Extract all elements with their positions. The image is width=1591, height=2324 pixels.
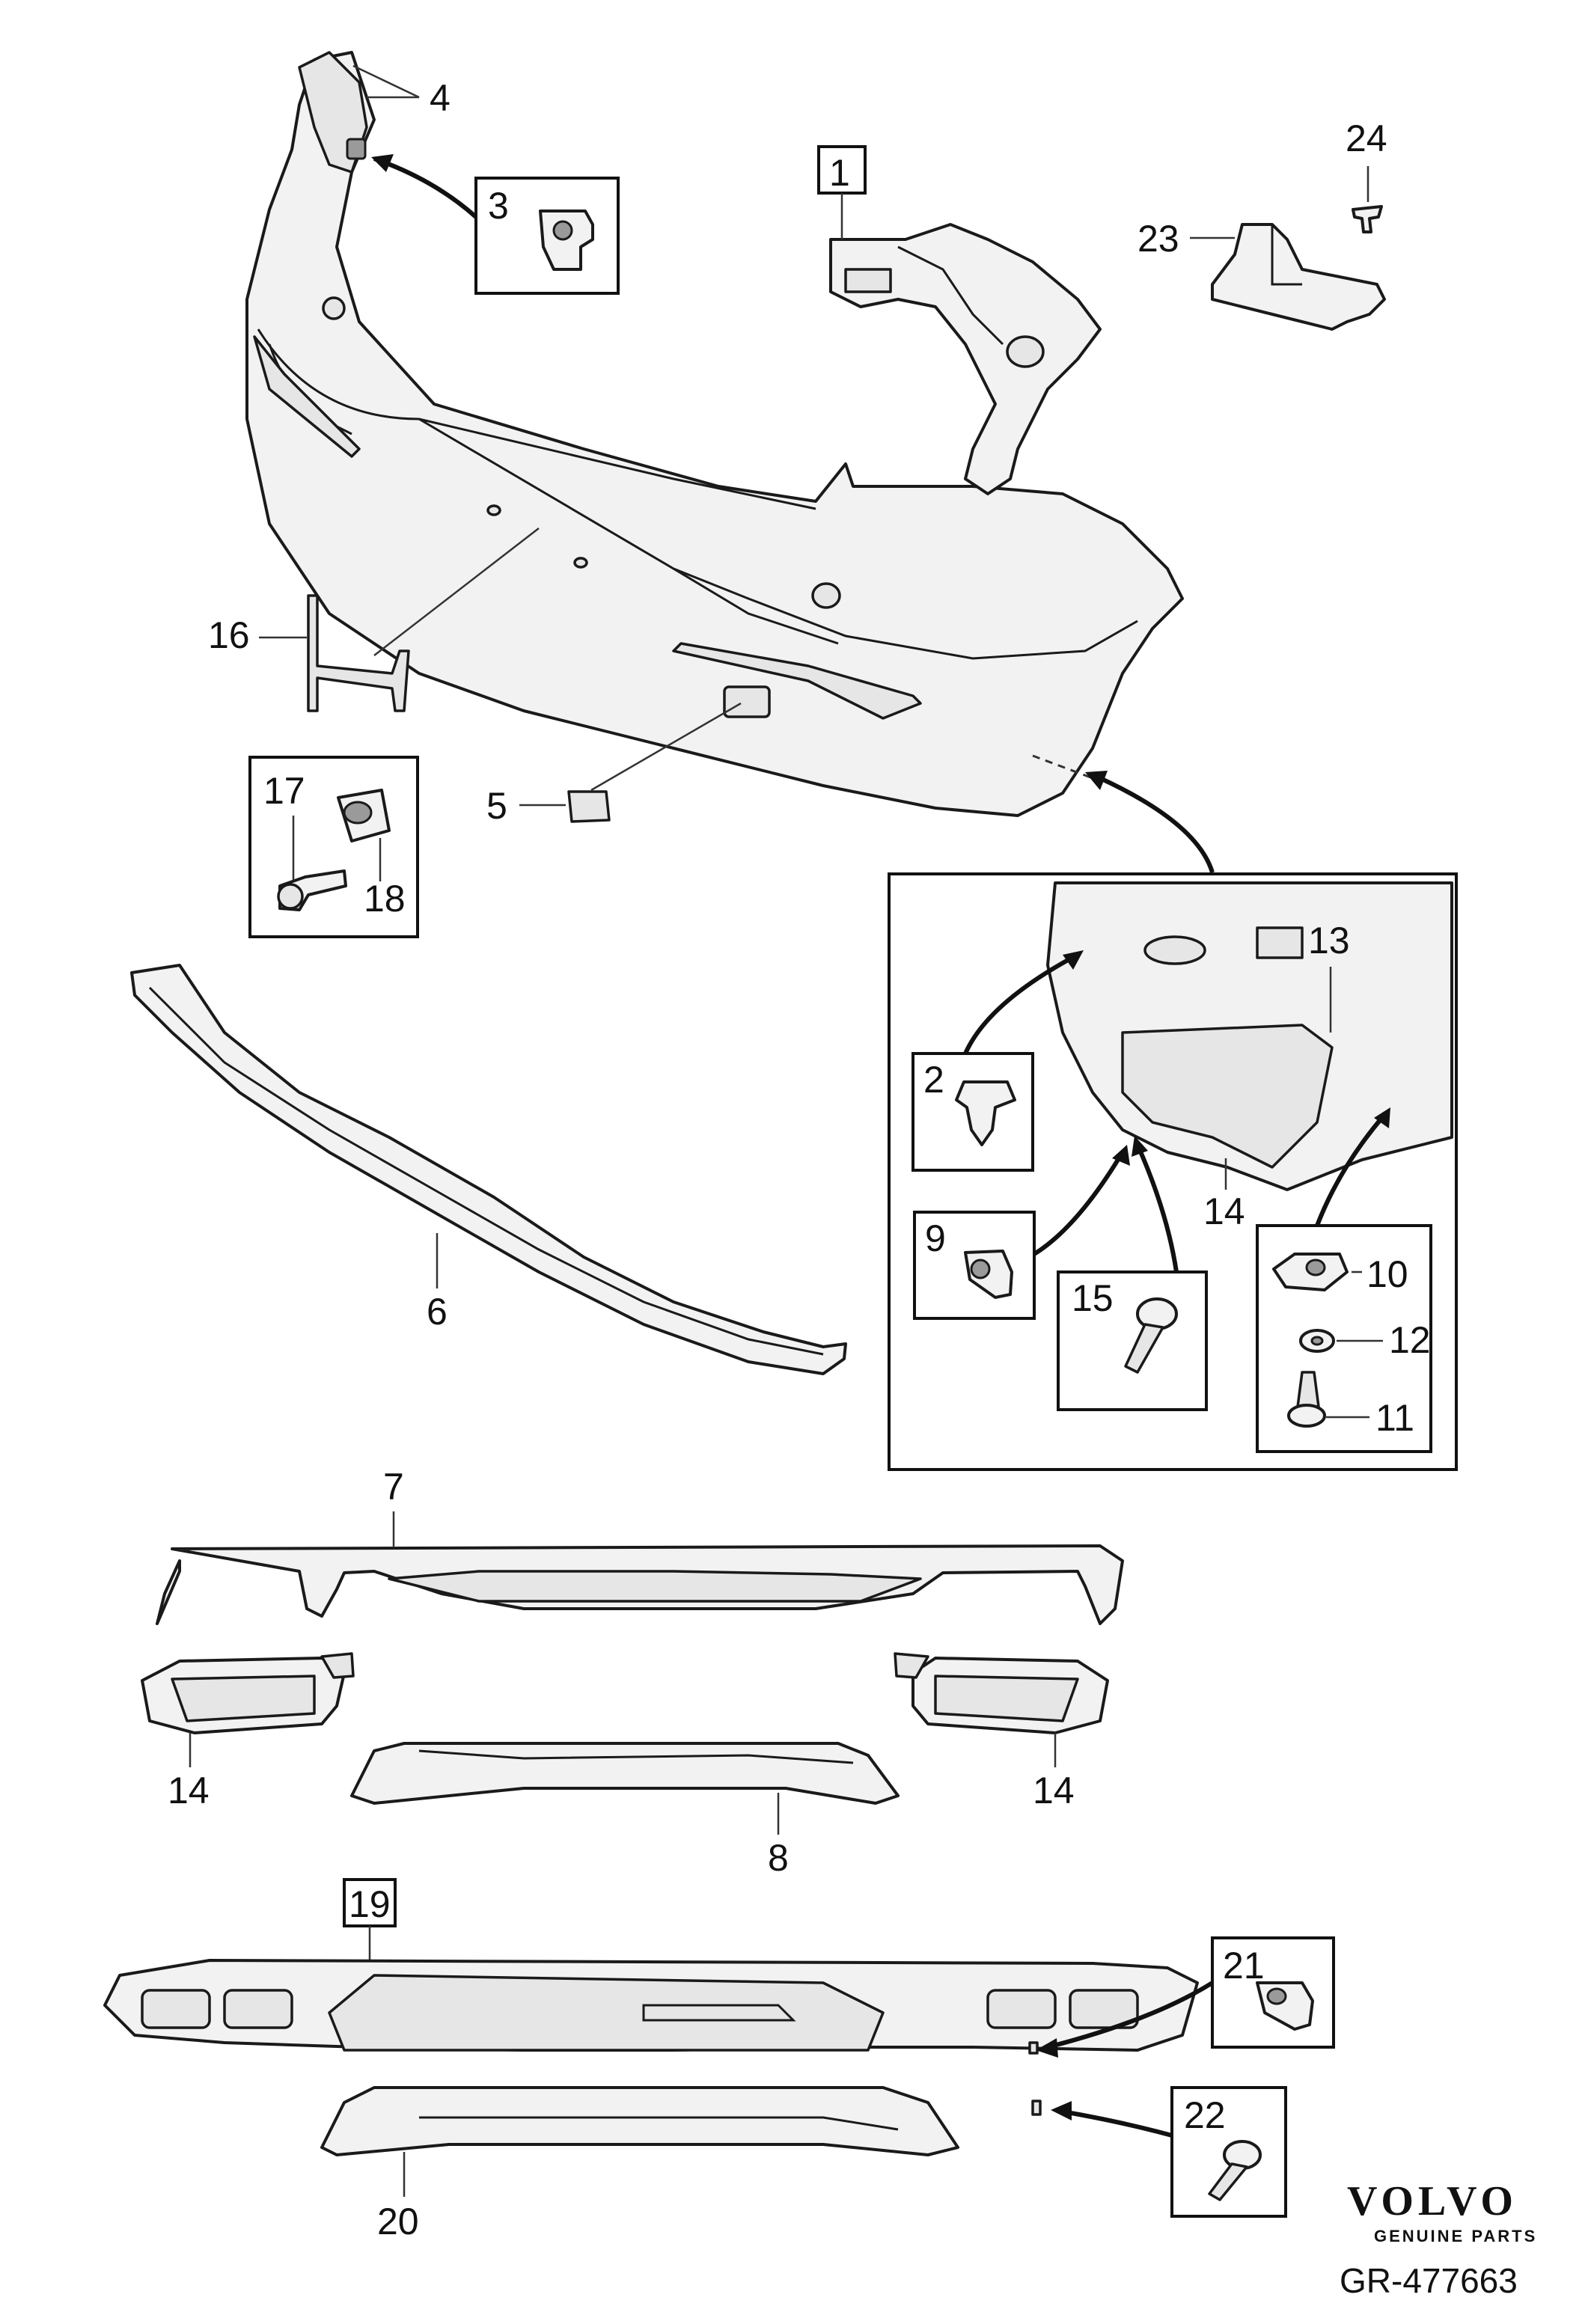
- label-16: 16: [208, 614, 250, 656]
- bumper-cover[interactable]: [245, 51, 1184, 817]
- part-23-bracket[interactable]: [1211, 223, 1386, 331]
- label-7: 7: [383, 1466, 404, 1508]
- label-1: 1: [829, 152, 850, 194]
- part-22-screw[interactable]: [1208, 2140, 1262, 2201]
- part-22-mount-point: [1031, 2100, 1042, 2116]
- label-5: 5: [486, 785, 507, 827]
- label-13: 13: [1308, 920, 1350, 961]
- part-18-spacer[interactable]: [337, 789, 391, 843]
- label-3: 3: [488, 185, 509, 227]
- brand-tagline: GENUINE PARTS: [1374, 2227, 1537, 2245]
- part-19-diffuser[interactable]: [103, 1959, 1199, 2052]
- part-14-left-tailpipe[interactable]: [141, 1652, 355, 1734]
- label-8: 8: [768, 1837, 789, 1879]
- diagram-reference: GR-477663: [1340, 2261, 1518, 2300]
- label-11: 11: [1375, 1397, 1414, 1439]
- label-20: 20: [377, 2201, 419, 2242]
- label-24: 24: [1346, 117, 1387, 159]
- label-15: 15: [1072, 1277, 1114, 1319]
- part-10-clip-nut[interactable]: [1272, 1253, 1349, 1291]
- part-15-screw[interactable]: [1124, 1297, 1178, 1374]
- part-20-lower-panel[interactable]: [320, 2086, 959, 2156]
- part-3-clip[interactable]: [539, 210, 594, 271]
- label-6: 6: [427, 1291, 448, 1333]
- brand-logo: VOLVO: [1347, 2178, 1518, 2224]
- label-21: 21: [1223, 1945, 1265, 1987]
- part-1-box: [817, 145, 867, 195]
- part-24-clip[interactable]: [1352, 205, 1383, 233]
- label-14b: 14: [1033, 1770, 1075, 1811]
- part-14-right-tailpipe[interactable]: [894, 1652, 1109, 1734]
- part-6-lower-strip[interactable]: [130, 964, 847, 1375]
- label-12: 12: [1389, 1319, 1431, 1361]
- part-7-diffuser-frame[interactable]: [156, 1544, 1124, 1625]
- label-18: 18: [364, 878, 406, 920]
- part-8-lower-panel[interactable]: [350, 1742, 900, 1805]
- label-4: 4: [430, 77, 451, 119]
- part-9-nut[interactable]: [964, 1250, 1013, 1299]
- label-14c: 14: [1203, 1190, 1245, 1232]
- part-21-mount-point: [1028, 2041, 1039, 2055]
- part-5-cap[interactable]: [567, 790, 611, 823]
- label-19: 19: [349, 1883, 391, 1925]
- part-19-box: [343, 1878, 397, 1927]
- part-2-clip[interactable]: [955, 1080, 1016, 1146]
- label-14a: 14: [168, 1770, 210, 1811]
- part-17-bolt[interactable]: [277, 869, 347, 911]
- label-23: 23: [1137, 218, 1179, 260]
- label-22: 22: [1184, 2094, 1226, 2136]
- part-12-washer[interactable]: [1299, 1329, 1335, 1353]
- detail-bumper-inner[interactable]: [1046, 881, 1453, 1191]
- label-10: 10: [1366, 1253, 1408, 1295]
- label-17: 17: [263, 770, 305, 812]
- part-16-bracket[interactable]: [307, 594, 410, 712]
- label-9: 9: [925, 1217, 946, 1259]
- part-1-bracket[interactable]: [829, 223, 1102, 495]
- part-11-screw[interactable]: [1287, 1371, 1326, 1428]
- label-2: 2: [923, 1059, 944, 1101]
- part-17-18-box: [248, 756, 419, 938]
- part-21-nut[interactable]: [1256, 1981, 1314, 2031]
- part-15-box: [1057, 1270, 1208, 1411]
